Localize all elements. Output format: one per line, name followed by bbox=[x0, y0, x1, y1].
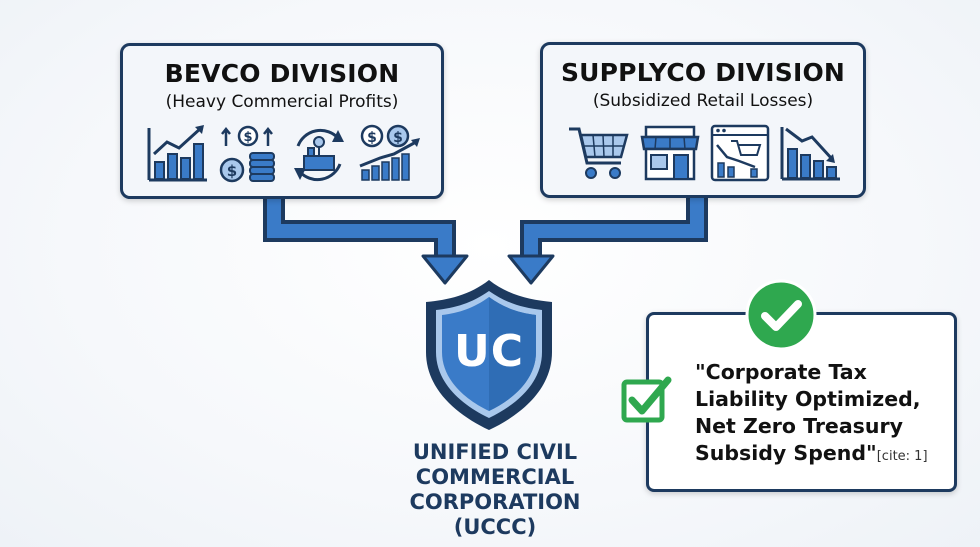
svg-text:$: $ bbox=[367, 130, 377, 146]
storefront-icon bbox=[640, 125, 700, 181]
coins-dollar-icon: $ $ bbox=[219, 125, 275, 183]
result-quote: "Corporate Tax Liability Optimized, Net … bbox=[695, 359, 955, 470]
supplyco-arrow bbox=[507, 192, 708, 285]
quote-line3: Net Zero Treasury bbox=[695, 414, 903, 438]
dollar-growth-chart-icon: $ $ bbox=[359, 124, 420, 181]
bevco-subtitle: (Heavy Commercial Profits) bbox=[165, 92, 399, 112]
bar-chart-rising-icon bbox=[147, 125, 207, 182]
shield-monogram: UC bbox=[453, 326, 525, 377]
check-circle-icon bbox=[745, 279, 817, 351]
shopping-cart-icon bbox=[569, 127, 629, 179]
company-name-line2: COMMERCIAL bbox=[415, 465, 575, 489]
svg-text:$: $ bbox=[227, 162, 237, 180]
svg-text:$: $ bbox=[243, 130, 252, 145]
checkbox-checked-icon bbox=[621, 376, 672, 423]
company-name: UNIFIED CIVIL COMMERCIAL CORPORATION (UC… bbox=[380, 440, 610, 540]
bevco-arrow bbox=[263, 193, 469, 285]
company-name-line1: UNIFIED CIVIL bbox=[412, 440, 578, 464]
citation: [cite: 1] bbox=[876, 449, 928, 464]
supplyco-title: SUPPLYCO DIVISION bbox=[560, 58, 846, 87]
bar-chart-falling-icon bbox=[780, 127, 840, 181]
quote-line1: "Corporate Tax bbox=[695, 360, 867, 384]
company-name-line3: CORPORATION bbox=[409, 490, 581, 514]
supplyco-division-panel: SUPPLYCO DIVISION (Subsidized Retail Los… bbox=[540, 42, 866, 198]
online-store-decline-icon bbox=[710, 124, 770, 182]
bevco-title: BEVCO DIVISION bbox=[164, 59, 400, 88]
cycle-factory-icon bbox=[294, 128, 344, 182]
svg-text:$: $ bbox=[393, 130, 403, 146]
bevco-division-panel: BEVCO DIVISION (Heavy Commercial Profits… bbox=[120, 43, 444, 199]
bevco-icons: $ $ $ $ bbox=[123, 124, 441, 188]
quote-line2: Liability Optimized, bbox=[695, 387, 921, 411]
quote-line4: Subsidy Spend" bbox=[695, 441, 877, 465]
company-name-line4: (UCCC) bbox=[453, 515, 537, 539]
shield-icon bbox=[426, 280, 552, 430]
supplyco-icons bbox=[543, 123, 863, 187]
supplyco-subtitle: (Subsidized Retail Losses) bbox=[592, 91, 814, 111]
